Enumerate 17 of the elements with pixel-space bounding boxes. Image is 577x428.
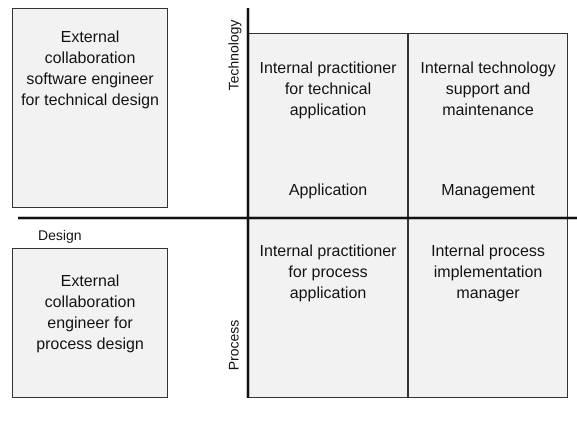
role-box xyxy=(12,248,168,398)
axis-label: Process xyxy=(224,320,241,370)
axis-label: Technology xyxy=(224,20,241,90)
role-box xyxy=(248,33,408,218)
role-text: Internal process implementation manager xyxy=(430,242,546,304)
column-heading: Application xyxy=(288,181,368,201)
role-box xyxy=(12,8,168,208)
axis-label: Design xyxy=(38,227,82,243)
role-text: Internal practitioner for process application xyxy=(258,242,398,304)
role-text: Internal technology support and maintenance xyxy=(419,59,557,121)
role-box xyxy=(408,33,568,218)
role-text: External collaboration software engineer for technical design xyxy=(20,28,160,111)
role-box xyxy=(408,218,568,398)
role-box xyxy=(248,218,408,398)
column-heading: Management xyxy=(440,181,536,201)
role-text: Internal practitioner for technical application xyxy=(258,59,398,121)
role-text: External collaboration engineer for process design xyxy=(35,272,145,355)
